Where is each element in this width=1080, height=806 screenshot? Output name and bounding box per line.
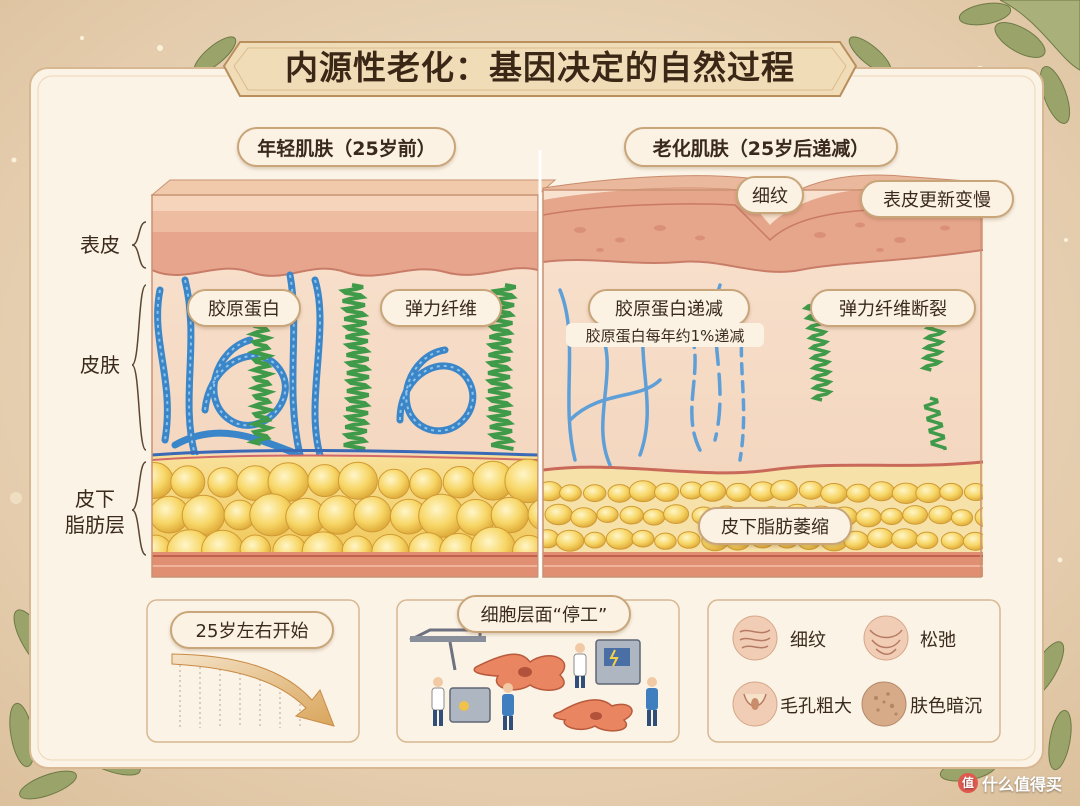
fat-cell	[559, 484, 582, 502]
fat-cell	[940, 531, 965, 550]
symptoms-panel	[707, 599, 1001, 743]
young-skin-header: 年轻肌肤（25岁前）	[237, 127, 456, 167]
title-ribbon	[222, 41, 858, 97]
fat-cell	[820, 483, 848, 504]
fat-cell	[855, 507, 882, 528]
fat-cell	[570, 507, 598, 528]
fat-cell	[939, 482, 964, 502]
fat-cell	[442, 466, 477, 499]
fat-cell	[605, 528, 635, 550]
fine-lines-icon	[732, 615, 778, 661]
fat-cell	[207, 467, 240, 498]
fat-cell	[677, 531, 701, 549]
dull-skin-icon	[861, 681, 907, 727]
watermark: 值 什么值得买	[950, 770, 1070, 796]
fat-cell	[170, 465, 206, 499]
fat-cell	[915, 482, 942, 504]
fat-cell	[409, 468, 443, 500]
collagen-label: 胶原蛋白	[187, 289, 301, 327]
collagen-decline-label: 胶原蛋白递减	[588, 289, 750, 327]
start-age-label: 25岁左右开始	[170, 611, 334, 649]
fat-cell	[555, 529, 585, 552]
fat-cell	[544, 503, 573, 526]
fat-cell	[527, 499, 538, 530]
decline-arrow-icon	[171, 653, 335, 728]
page-title: 内源性老化：基因决定的自然过程	[285, 48, 795, 87]
collagen-rate-label: 胶原蛋白每年约1%递减	[566, 323, 764, 347]
young-skin-block	[150, 179, 557, 578]
fat-cell	[642, 508, 666, 526]
layer-brackets	[131, 221, 147, 556]
elastin-break-label: 弹力纤维断裂	[810, 289, 976, 327]
fat-cell	[377, 468, 410, 499]
fat-cell	[307, 464, 343, 498]
fat-cell	[902, 505, 928, 525]
fat-cell	[950, 509, 974, 527]
fat-cell	[928, 505, 954, 525]
sagging-icon	[863, 615, 909, 661]
watermark-text: 什么值得买	[981, 775, 1062, 794]
fat-cell	[337, 461, 378, 500]
fat-cell	[583, 531, 606, 549]
renewal-slows-label: 表皮更新变慢	[860, 180, 1014, 218]
fat-cell	[583, 484, 607, 503]
enlarged-pore-icon	[732, 681, 778, 727]
aged-skin-header: 老化肌肤（25岁后递减）	[624, 127, 898, 167]
subcutaneous-line-2: 脂肪层	[65, 513, 125, 537]
fat-cell	[607, 484, 632, 503]
cell-stop-label: 细胞层面“停工”	[457, 595, 631, 633]
subcutaneous-line-1: 皮下	[75, 487, 115, 511]
fat-cell	[654, 482, 680, 502]
fat-cell	[353, 496, 392, 533]
fat-cell	[770, 479, 798, 501]
fat-cell	[631, 529, 655, 548]
fat-cell	[880, 507, 904, 526]
fat-cell	[317, 495, 360, 535]
symptom-sagging-label: 松弛	[920, 630, 956, 651]
elastin-label: 弹力纤维	[380, 289, 502, 327]
fat-cell	[868, 481, 895, 502]
fat-cell	[628, 480, 658, 503]
fat-cell	[915, 531, 939, 549]
fat-cell	[962, 531, 983, 551]
layer-subcutaneous-label: 皮下 脂肪层	[58, 486, 132, 538]
fat-cell	[504, 458, 538, 504]
watermark-logo-icon: 值	[957, 773, 978, 793]
fine-lines-label: 细纹	[736, 176, 804, 214]
symptom-fine-lines-label: 细纹	[790, 630, 826, 651]
fat-cell	[798, 480, 824, 500]
fat-cell	[663, 504, 690, 524]
fat-cell	[846, 483, 871, 503]
symptom-dull-label: 肤色暗沉	[910, 696, 982, 717]
fat-cell	[725, 482, 751, 502]
layer-epidermis-label: 表皮	[80, 233, 120, 257]
fat-cell	[963, 483, 983, 501]
layer-dermis-label: 皮肤	[80, 353, 120, 377]
fat-cell	[891, 528, 919, 549]
fat-atrophy-label: 皮下脂肪萎缩	[698, 507, 852, 545]
fat-cell	[698, 480, 727, 502]
fat-cell	[654, 532, 677, 550]
fat-cell	[596, 506, 619, 523]
cell-factory-illustration	[409, 628, 658, 732]
fat-cell	[867, 527, 894, 549]
fat-cell	[619, 505, 644, 525]
symptom-pore-label: 毛孔粗大	[780, 696, 852, 717]
